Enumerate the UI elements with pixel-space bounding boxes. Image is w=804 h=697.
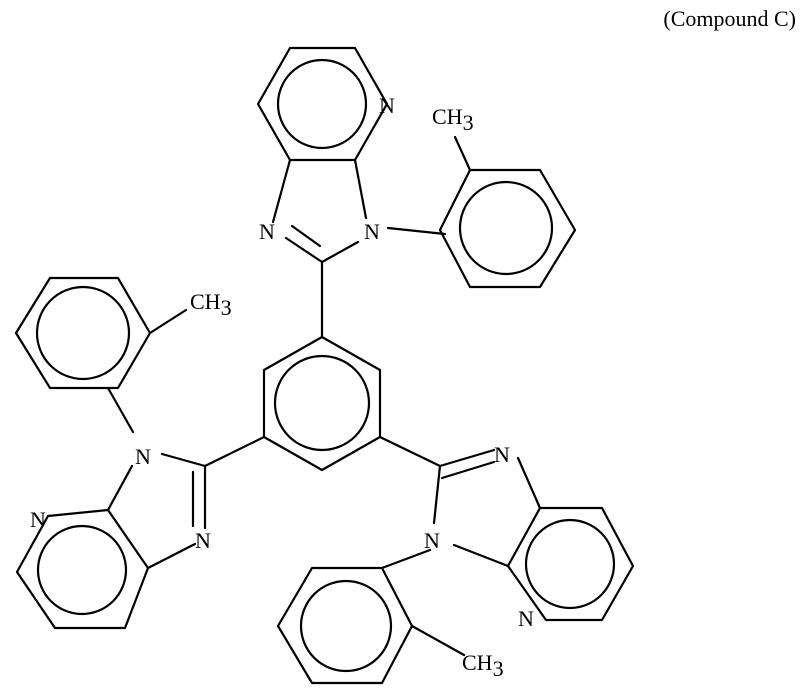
top-tolyl [388,137,575,287]
right-amine-n: N [424,528,440,553]
top-amine-n: N [364,219,380,244]
left-methyl-label: CH3 [190,289,232,320]
right-methyl-label: CH3 [462,650,504,681]
top-methyl-label: CH3 [432,104,474,135]
right-pyridine-n: N [518,606,534,631]
left-amine-n: N [135,444,151,469]
left-pyridine-n: N [30,507,46,532]
top-pyridine-n: N [379,93,395,118]
left-imine-n: N [195,528,211,553]
compound-caption: (Compound C) [663,6,796,32]
central-benzene [264,337,380,470]
top-imidazopyridine [258,48,387,337]
left-tolyl [16,278,186,432]
top-imine-n: N [259,219,275,244]
right-tolyl [278,550,464,683]
right-imine-n: N [494,442,510,467]
